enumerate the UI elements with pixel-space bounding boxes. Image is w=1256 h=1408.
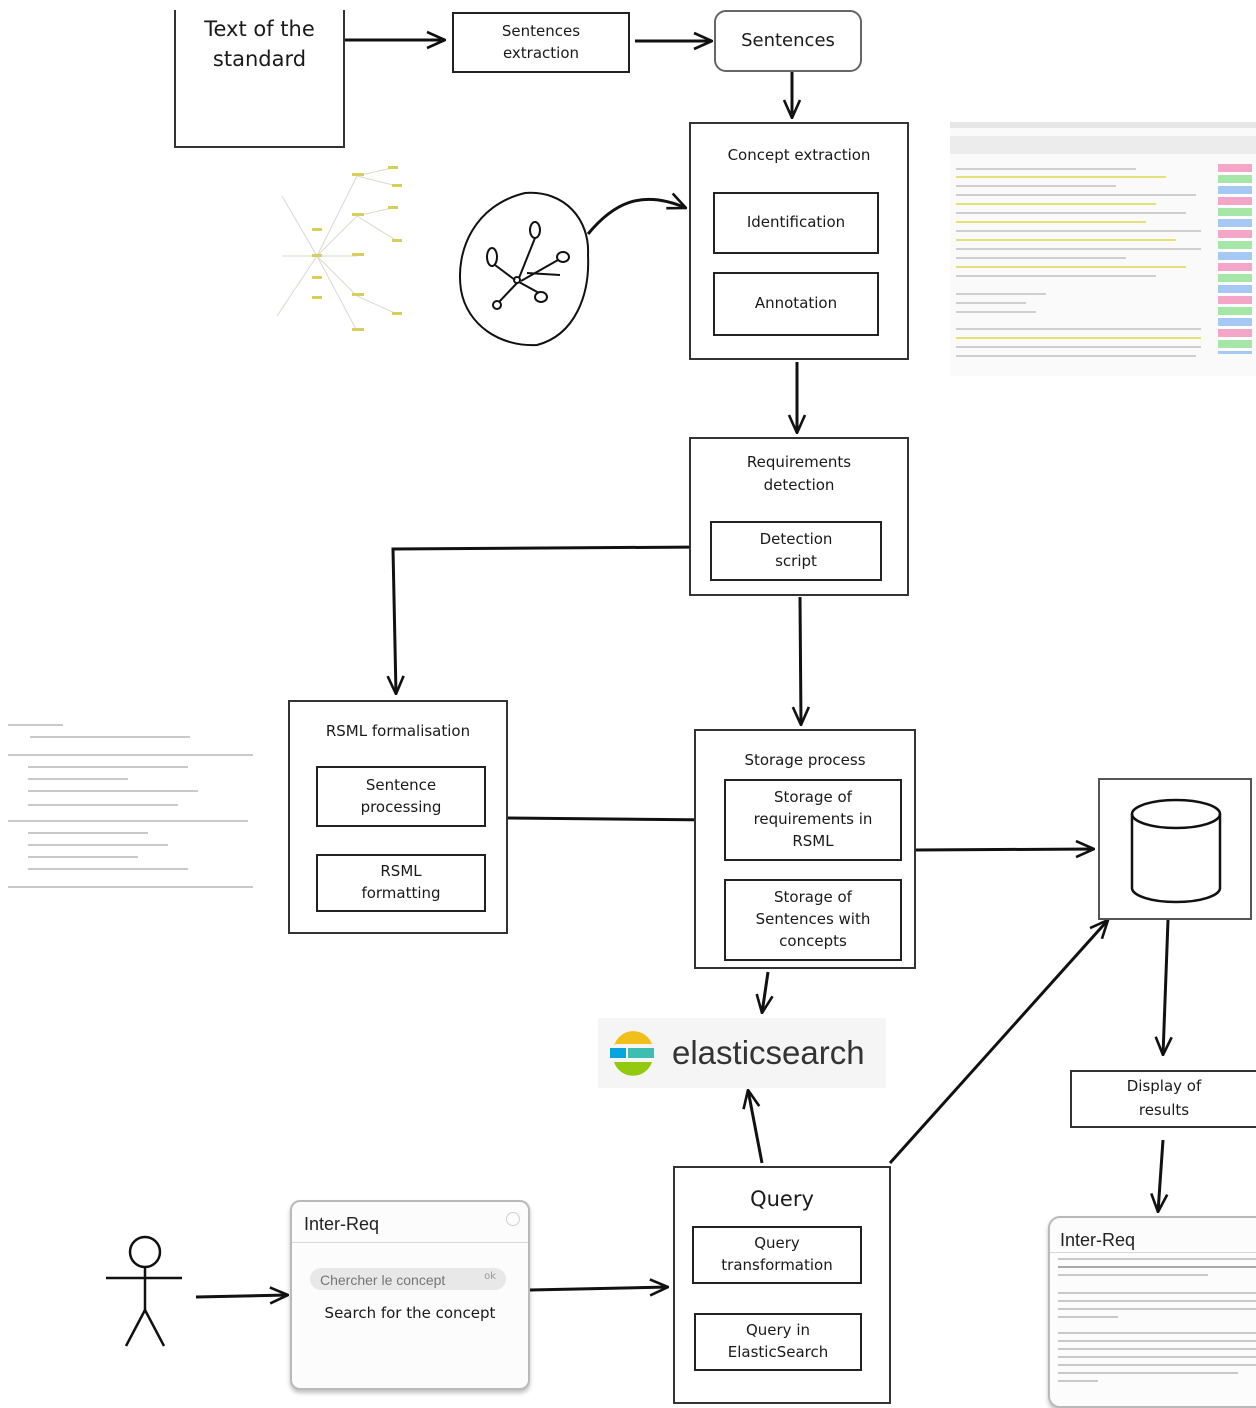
storage-process-title: Storage process xyxy=(744,751,866,769)
storage-requirements-box: Storage of requirements in RSML xyxy=(724,779,902,861)
interreq-results-window: Inter-Req xyxy=(1048,1216,1256,1408)
tree-thumbnail-icon xyxy=(276,166,402,332)
query-title: Query xyxy=(750,1187,814,1211)
rsml-formalisation-title: RSML formalisation xyxy=(325,722,471,740)
sentence-processing-box: Sentence processing xyxy=(316,766,486,827)
query-box: Query Query transformation Query in Elas… xyxy=(673,1166,891,1404)
concept-extraction-box: Concept extraction Identification Annota… xyxy=(689,122,909,360)
interreq-search-title: Inter-Req xyxy=(304,1214,380,1234)
user-stick-figure-icon xyxy=(106,1235,182,1347)
concept-extraction-title: Concept extraction xyxy=(727,146,871,164)
arrow-detection-to-rsml xyxy=(393,545,705,694)
annotation-screenshot-icon xyxy=(950,122,1256,376)
arrow-user-to-search xyxy=(195,1295,288,1297)
arrow-database-to-display xyxy=(1163,919,1168,1055)
search-caption: Search for the concept xyxy=(324,1304,496,1322)
arrow-rsml-to-storage xyxy=(507,818,718,820)
arrow-storage-to-elastic xyxy=(762,971,768,1013)
search-ok-button[interactable]: ok xyxy=(484,1271,496,1282)
text-standard-label: Text of the standard xyxy=(204,17,315,72)
query-transformation-box: Query transformation xyxy=(692,1226,862,1284)
display-results-box: Display of results xyxy=(1070,1070,1256,1128)
close-icon[interactable] xyxy=(506,1212,520,1226)
arrow-storage-to-database xyxy=(915,849,1094,850)
database-box xyxy=(1098,778,1252,920)
arrow-requirements-to-storage xyxy=(800,596,801,725)
detection-script-box: Detection script xyxy=(710,521,882,581)
rsml-formalisation-box: RSML formalisation Sentence processing R… xyxy=(288,700,508,934)
sentences-extraction-box: Sentences extraction xyxy=(452,12,630,73)
storage-process-box: Storage process Storage of requirements … xyxy=(694,729,916,969)
rsml-formatting-box: RSML formatting xyxy=(316,854,486,912)
arrow-query-to-database xyxy=(888,920,1108,1165)
storage-sentences-box: Storage of Sentences with concepts xyxy=(724,879,902,961)
arrow-sketch-to-concept xyxy=(586,199,686,235)
concept-search-field[interactable]: ok xyxy=(310,1268,506,1290)
elasticsearch-label: elasticsearch xyxy=(672,1034,865,1071)
interreq-results-title: Inter-Req xyxy=(1060,1230,1136,1250)
concept-graph-sketch-icon xyxy=(459,191,590,347)
text-standard-box: Text of the standard xyxy=(174,10,345,148)
query-elastic-box: Query in ElasticSearch xyxy=(694,1313,862,1371)
rsml-document-thumbnail-icon xyxy=(8,720,258,900)
arrow-search-to-query xyxy=(529,1287,668,1290)
display-results-label: Display of results xyxy=(1126,1077,1202,1119)
elasticsearch-icon xyxy=(610,1031,654,1076)
arrow-display-to-results xyxy=(1158,1139,1163,1212)
annotation-box: Annotation xyxy=(713,272,879,336)
interreq-search-window: Inter-Req ok Search for the concept xyxy=(290,1200,530,1390)
elasticsearch-logo: elasticsearch xyxy=(598,1018,886,1088)
sentences-box: Sentences xyxy=(714,10,862,72)
identification-box: Identification xyxy=(713,192,879,254)
database-icon xyxy=(1130,798,1222,904)
requirements-detection-title: Requirements detection xyxy=(746,453,852,494)
requirements-detection-box: Requirements detection Detection script xyxy=(689,437,909,596)
arrow-query-to-elastic xyxy=(748,1090,764,1164)
concept-search-input[interactable] xyxy=(318,1270,462,1290)
